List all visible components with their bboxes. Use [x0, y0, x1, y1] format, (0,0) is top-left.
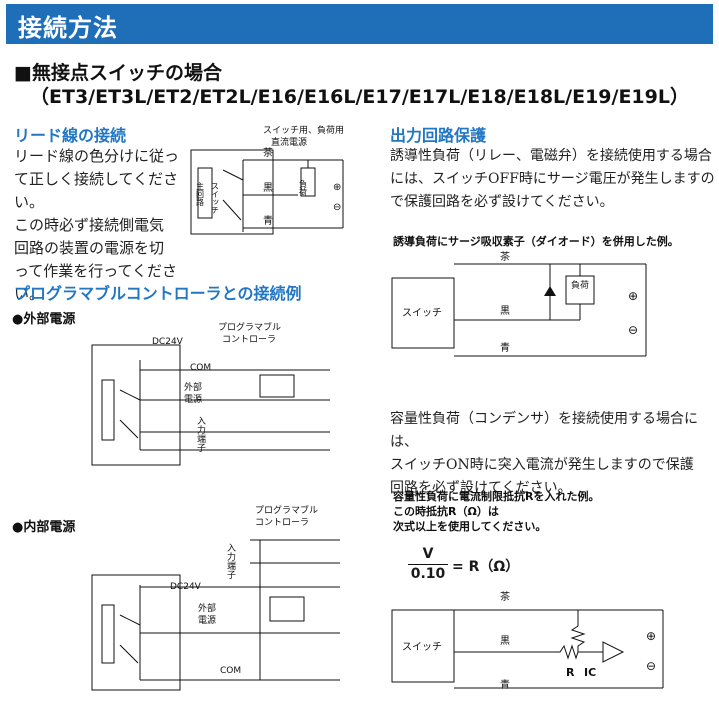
load-label: 負荷 — [571, 279, 589, 291]
header-bar: 接続方法 — [6, 4, 713, 44]
load-box — [565, 275, 595, 305]
external-supply-label: 外部 — [184, 381, 202, 393]
plus-symbol: ⊕ — [646, 629, 656, 643]
minus-symbol: ⊖ — [628, 323, 638, 337]
minus-symbol: ⊖ — [333, 202, 341, 213]
lead-line: 回路の装置の電源を切 — [14, 239, 165, 257]
capacitive-text: 容量性負荷（コンデンサ）を接続使用する場合には、 スイッチON時に突入電流が発生… — [390, 408, 715, 500]
external-supply-label: 電源 — [198, 615, 216, 626]
switch-box — [391, 609, 455, 683]
capacitive-load-symbol — [602, 641, 625, 663]
diode-icon — [544, 286, 556, 296]
lead-text: リード線の色分けに従っ て正しく接続してください。 この時必ず接続側電気 回路の… — [14, 145, 184, 306]
internal-power-label: ●内部電源 — [12, 520, 76, 535]
wire-brown-label: 茶 — [263, 146, 273, 159]
inductive-caption: 誘導負荷にサージ吸収素子（ダイオード）を併用した例。 — [393, 235, 679, 248]
photocoupler — [269, 596, 305, 622]
switch-box — [91, 344, 181, 466]
switch-box — [391, 277, 455, 349]
formula-bar — [408, 564, 448, 565]
wire-black-label: 黒 — [500, 305, 510, 317]
r-label: R — [566, 666, 575, 679]
lead-line: て正しく接続してください。 — [14, 170, 179, 211]
lead-line: って作業を行ってください。 — [14, 262, 178, 303]
wire-black-label: 黒 — [500, 635, 510, 647]
diagram-caption: 直流電源 — [271, 136, 307, 148]
formula-denominator: 0.10 — [410, 566, 446, 582]
switch-label: スイッチ — [211, 182, 220, 214]
resistor-r — [538, 644, 603, 660]
external-power-diagram: DC24V プログラマブル コントローラ COM 外部 電源 入力端子 — [91, 321, 330, 466]
wire-brown-label: 茶 — [500, 250, 510, 263]
main-circuit-label: 主回路 — [196, 181, 205, 206]
wire-blue-label: 青 — [263, 214, 273, 227]
plus-symbol: ⊕ — [333, 182, 341, 193]
switch-box — [190, 149, 274, 235]
diagram-caption: スイッチ用、負荷用 — [263, 124, 344, 136]
inductive-line: には、スイッチOFF時にサージ電圧が発生しますの — [390, 171, 715, 187]
external-supply-label: 外部 — [198, 602, 216, 614]
formula-result: = R（Ω） — [452, 559, 520, 575]
lead-title: リード線の接続 — [14, 126, 127, 145]
capacitive-caption: 次式以上を使用してください。 — [393, 520, 547, 533]
switch-circuit — [222, 160, 244, 232]
external-power-label: ●外部電源 — [12, 312, 76, 327]
capacitive-line: スイッチON時に突入電流が発生しますので保護 — [390, 457, 694, 473]
photocoupler — [259, 374, 295, 398]
wire-blue-label: 青 — [500, 678, 510, 691]
com-label: COM — [190, 363, 211, 373]
formula-numerator: V — [422, 546, 434, 562]
wire-blue-label: 青 — [500, 341, 510, 354]
input-terminal-label: 入力端子 — [225, 543, 236, 579]
plus-symbol: ⊕ — [628, 289, 638, 303]
plc-label: プログラマブル — [255, 505, 318, 516]
capacitive-caption: この時抵抗R（Ω）は — [393, 505, 499, 518]
section-title: ■無接点スイッチの場合 — [14, 62, 222, 84]
com-label: COM — [220, 666, 241, 676]
dc24v-label: DC24V — [152, 337, 184, 347]
switch-label: スイッチ — [402, 307, 442, 319]
lead-line: この時必ず接続側電気 — [14, 216, 165, 234]
inductive-line: で保護回路を必ず設けてください。 — [390, 194, 614, 210]
load-label: 負荷 — [299, 179, 308, 197]
section-models: （ET3/ET3L/ET2/ET2L/E16/E16L/E17/E17L/E18… — [30, 86, 689, 108]
inductive-line: 誘導性負荷（リレー、電磁弁）を接続使用する場合 — [390, 148, 712, 164]
minus-symbol: ⊖ — [646, 659, 656, 673]
internal-power-diagram: プログラマブル コントローラ 入力端子 DC24V 外部 電源 COM — [91, 505, 340, 691]
capacitive-load-diagram: スイッチ 茶 黒 青 R IC ⊕ ⊖ — [391, 590, 664, 691]
output-title: 出力回路保護 — [390, 126, 487, 145]
plc-label: コントローラ — [222, 334, 276, 345]
lead-wiring-diagram: スイッチ用、負荷用 直流電源 主回路 スイッチ 茶 黒 青 負荷 ⊕ ⊖ — [190, 124, 344, 235]
inductive-load-diagram: スイッチ 茶 黒 青 負荷 ⊕ ⊖ — [391, 250, 647, 357]
wire-black-label: 黒 — [263, 182, 273, 194]
capacitive-line: 容量性負荷（コンデンサ）を接続使用する場合には、 — [390, 411, 698, 450]
main-circuit-box — [197, 167, 213, 219]
capacitive-caption: 容量性負荷に電流制限抵抗Rを入れた例。 — [393, 490, 600, 503]
wire-brown-label: 茶 — [500, 590, 510, 603]
switch-label: スイッチ — [402, 641, 442, 653]
header-title: 接続方法 — [18, 14, 118, 42]
plc-label: プログラマブル — [218, 321, 281, 333]
inductive-text: 誘導性負荷（リレー、電磁弁）を接続使用する場合 には、スイッチOFF時にサージ電… — [390, 145, 715, 214]
plc-title: プログラマブルコントローラとの接続例 — [14, 284, 302, 303]
plc-label: コントローラ — [255, 517, 309, 528]
capacitive-line: 回路を必ず設けてください。 — [390, 480, 572, 496]
input-terminal-label: 入力端子 — [195, 416, 206, 452]
lead-line: リード線の色分けに従っ — [14, 147, 180, 165]
ic-label: IC — [584, 666, 596, 679]
